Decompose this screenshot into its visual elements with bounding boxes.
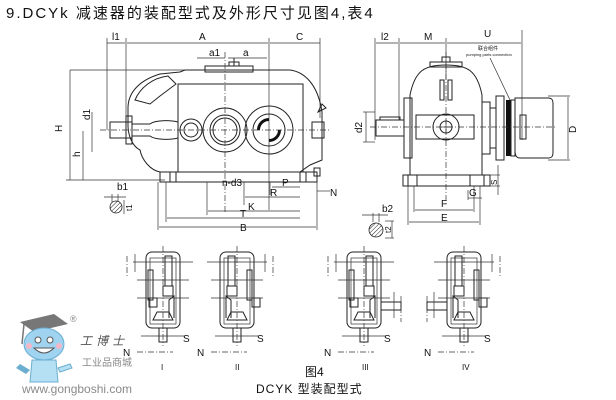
label-S: S <box>257 334 264 345</box>
bevel-gear <box>226 311 248 321</box>
dim-label-t2: t2 <box>384 226 393 233</box>
gear-block <box>162 285 174 297</box>
label-S: S <box>183 334 190 345</box>
dim-label-a1: a1 <box>209 48 221 59</box>
side-view: l2 M U 联合组件 pumping parts connection <box>354 29 579 239</box>
dim-label-B: B <box>240 223 247 234</box>
callout-en: pumping parts connection <box>466 52 512 57</box>
assembly-type-2: N S II <box>197 246 274 372</box>
dim-label-H: H <box>54 125 65 132</box>
dim-label-S: S <box>490 180 499 185</box>
registered-mark: ® <box>70 314 77 324</box>
dim-label-G: G <box>469 188 477 199</box>
dim-label-C: C <box>296 32 303 43</box>
label-N: N <box>324 348 331 359</box>
brand-url: www.gongboshi.com <box>22 382 133 396</box>
callout-cn: 联合组件 <box>478 45 498 52</box>
gear-block <box>251 297 261 308</box>
dim-label-b2: b2 <box>382 204 394 215</box>
dim-label-A: A <box>199 32 206 43</box>
label-S: S <box>484 334 491 345</box>
high-speed-shaft <box>365 255 374 287</box>
page-title: 9.DCYk 减速器的装配型式及外形尺寸见图4,表4 <box>6 5 375 22</box>
label-N: N <box>123 348 130 359</box>
label-N: N <box>424 348 431 359</box>
dim-label-d1: d1 <box>82 108 93 120</box>
dim-label-a: a <box>243 48 249 59</box>
label-N: N <box>197 348 204 359</box>
dim-label-N: N <box>330 188 337 199</box>
dim-label-U: U <box>484 29 491 40</box>
assembly-type-3: N S III <box>324 246 402 372</box>
dim-label-D: D <box>568 126 579 133</box>
assembly-numeral: II <box>235 363 239 372</box>
dim-label-l1: l1 <box>112 32 120 43</box>
figure-label: 图4 <box>305 365 324 379</box>
dim-label-d2: d2 <box>354 121 365 133</box>
side-input-shaft <box>380 301 402 311</box>
brand-name: 工博士 <box>80 334 129 348</box>
assembly-type-4: N S IV <box>424 246 501 372</box>
high-speed-shaft <box>227 255 236 287</box>
dim-label-E: E <box>441 213 448 224</box>
brand-subtitle: 工业品商城 <box>82 358 132 369</box>
mascot-icon <box>16 314 73 383</box>
dim-label-F: F <box>441 199 447 210</box>
dim-label-P: P <box>282 178 289 189</box>
assembly-numeral: I <box>161 363 163 372</box>
gear-block <box>363 285 375 297</box>
dim-label-R: R <box>270 188 277 199</box>
dim-label-T: T <box>240 209 246 220</box>
dim-label-h: h <box>72 151 83 157</box>
dim-label-t1: t1 <box>125 204 134 211</box>
gear-block <box>478 297 488 308</box>
intermediate-shaft <box>147 269 154 301</box>
high-speed-shaft <box>164 255 173 287</box>
front-view: l1 A C a1 a H h d1 <box>54 32 337 234</box>
side-input-shaft <box>426 301 448 311</box>
intermediate-shaft <box>473 269 480 301</box>
dim-label-n-d3: n-d3 <box>222 178 242 189</box>
bevel-gear <box>453 311 475 321</box>
intermediate-shaft <box>348 269 355 301</box>
dim-label-l2: l2 <box>381 32 389 43</box>
assembly-numeral: III <box>362 363 369 372</box>
assembly-type-1: N S I <box>123 246 193 372</box>
intermediate-shaft <box>246 269 253 301</box>
label-S: S <box>384 334 391 345</box>
high-speed-shaft <box>454 255 463 287</box>
dim-label-K: K <box>248 202 255 213</box>
dim-label-b1: b1 <box>117 182 129 193</box>
dim-label-M: M <box>424 32 432 43</box>
watermark-logo: ® 工博士 工业品商城 www.gongboshi.com <box>14 310 154 398</box>
assembly-numeral: IV <box>462 363 470 372</box>
figure-caption: DCYK 型装配型式 <box>256 382 363 396</box>
gear-block <box>453 285 465 297</box>
gear-block <box>226 285 238 297</box>
